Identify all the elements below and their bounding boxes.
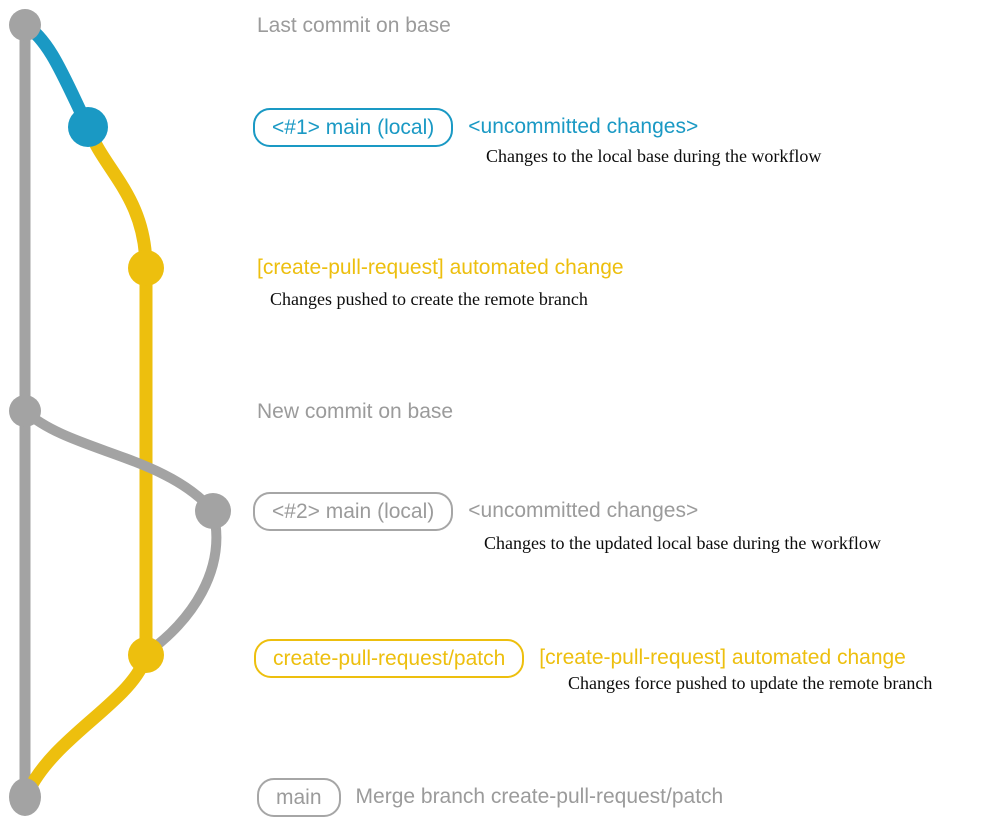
- note-pushed-create-branch: Changes pushed to create the remote bran…: [270, 289, 588, 309]
- commit-node-patch: [128, 637, 164, 673]
- note-force-pushed-update-branch: Changes force pushed to update the remot…: [568, 673, 933, 693]
- commit-node-main1: [68, 107, 108, 147]
- row-patch: create-pull-request/patch [create-pull-r…: [254, 638, 906, 678]
- edge-main1-to-patch: [81, 120, 153, 662]
- commit-message-merge: Merge branch create-pull-request/patch: [355, 785, 724, 808]
- commit-message-automated-2: [create-pull-request] automated change: [539, 646, 906, 669]
- note-local-base-changes: Changes to the local base during the wor…: [486, 146, 822, 166]
- edge-main2-to-patch: [143, 506, 222, 657]
- row-merge: main Merge branch create-pull-request/pa…: [257, 777, 723, 817]
- commit-message-automated-1: [create-pull-request] automated change: [257, 256, 624, 279]
- label-new-commit-on-base: New commit on base: [257, 400, 454, 423]
- commit-node-main2: [195, 493, 231, 529]
- branch-badge-main1: <#1> main (local): [253, 107, 454, 147]
- label-last-commit-on-base: Last commit on base: [257, 14, 451, 37]
- branch-badge-main: main: [257, 777, 341, 817]
- branch-badge-patch: create-pull-request/patch: [254, 638, 525, 678]
- row-main1: <#1> main (local) <uncommitted changes>: [253, 107, 698, 147]
- note-updated-local-base-changes: Changes to the updated local base during…: [484, 533, 881, 553]
- commit-node-merge: [9, 778, 41, 816]
- commit-node-last-base: [9, 9, 41, 41]
- edge-patch-to-merge: [21, 648, 153, 799]
- row-main2: <#2> main (local) <uncommitted changes>: [253, 491, 698, 531]
- commit-node-automated-change: [128, 250, 164, 286]
- commit-node-new-base: [9, 395, 41, 427]
- commit-message-uncommitted-1: <uncommitted changes>: [468, 115, 699, 138]
- commit-message-uncommitted-2: <uncommitted changes>: [468, 499, 699, 522]
- edge-base-to-main2: [20, 406, 218, 516]
- branch-badge-main2: <#2> main (local): [253, 491, 454, 531]
